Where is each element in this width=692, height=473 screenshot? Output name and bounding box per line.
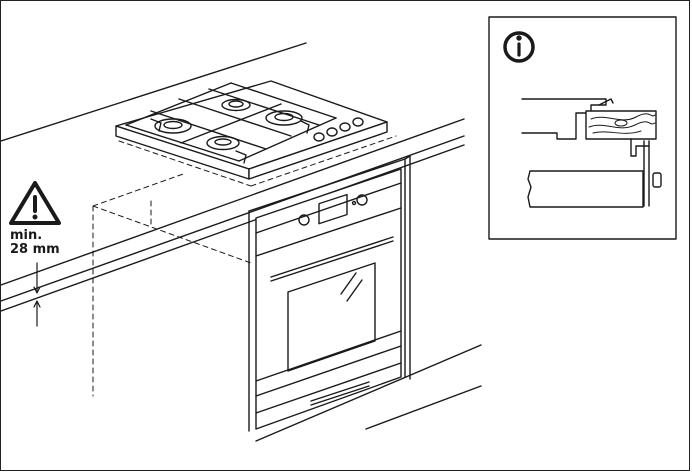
plinth	[255, 344, 482, 442]
warning-triangle-icon	[9, 181, 61, 225]
worktop	[1, 42, 465, 312]
info-circle-icon	[503, 31, 535, 63]
gas-hob	[115, 80, 388, 180]
hob-knobs	[313, 117, 364, 142]
min-label: min.	[10, 228, 43, 243]
oven-cabinet	[248, 155, 411, 432]
detail-inset	[488, 16, 677, 240]
minimum-thickness-note: min. 28 mm	[10, 229, 60, 257]
thickness-arrows	[33, 262, 41, 327]
cutout-dashed-guides	[92, 135, 397, 397]
thickness-value: 28 mm	[10, 242, 60, 257]
